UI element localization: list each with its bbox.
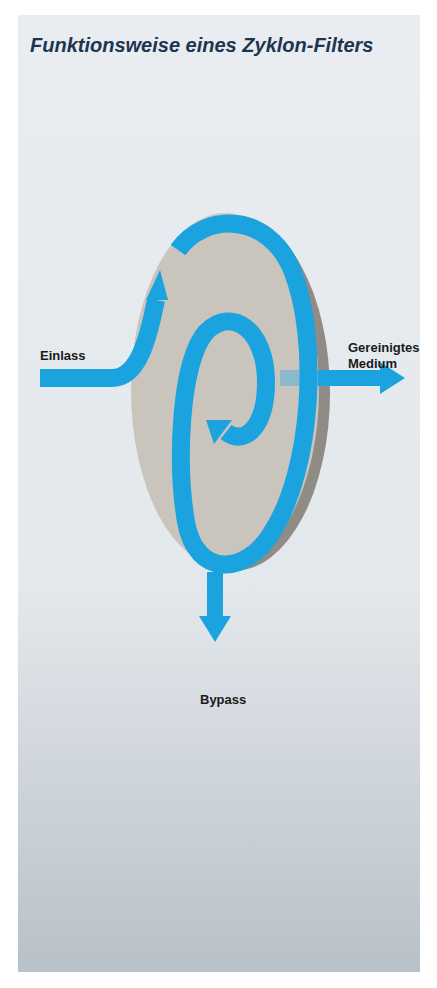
flow-spiral <box>40 224 382 618</box>
spiral-flow <box>178 224 309 565</box>
inlet-flow <box>40 300 156 378</box>
inlet-arrowhead <box>146 270 168 300</box>
outlet-flow <box>318 370 382 386</box>
flow-label: Gereinigtes Medium <box>348 340 432 371</box>
arrowheads <box>146 270 405 642</box>
bypass-arrowhead <box>199 616 231 642</box>
spiral-arrowhead <box>206 420 232 444</box>
flow-label: Einlass <box>40 348 86 364</box>
outlet-through-disc <box>280 370 320 386</box>
diagram-title: Funktionsweise eines Zyklon-Filters <box>30 34 373 57</box>
bypass-flow <box>207 572 223 618</box>
disc-face <box>131 213 319 567</box>
flow-label: Bypass <box>200 692 246 708</box>
